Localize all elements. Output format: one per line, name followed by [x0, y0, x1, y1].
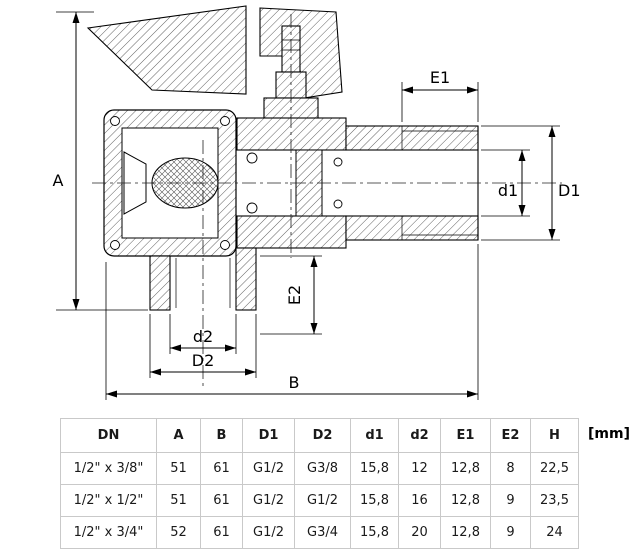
table-cell: 16: [398, 484, 441, 517]
body-bottom-wall: [236, 215, 347, 249]
flange-screw-icon: [110, 240, 120, 250]
header-cell-d1-inner: d1: [350, 418, 399, 453]
dimension-table-area: DN A B D1 D2 d1 d2 E1 E2 H 1/2" x 3/8" 5…: [60, 418, 633, 549]
flange-screw-icon: [110, 116, 120, 126]
header-cell-a: A: [156, 418, 201, 453]
header-cell-d1-outer: D1: [242, 418, 295, 453]
table-cell: 12,8: [440, 452, 491, 485]
table-cell: G1/2: [242, 484, 295, 517]
dim-label-d1: d1: [498, 181, 518, 200]
outlet-pipe-right: [345, 125, 479, 241]
flange-screw-icon: [220, 240, 230, 250]
seal-ring-icon: [246, 202, 258, 214]
dim-d1-inner: d1: [481, 149, 530, 217]
table-cell: 1/2" x 3/8": [60, 452, 157, 485]
table-cell: 51: [156, 484, 201, 517]
dim-label-b: B: [289, 373, 300, 392]
unit-label: [mm]: [588, 426, 630, 442]
table-cell: 23,5: [530, 484, 579, 517]
header-cell-b: B: [200, 418, 243, 453]
dim-b: B: [105, 244, 479, 400]
table-cell: 12: [398, 452, 441, 485]
dim-d2-inner: d2: [169, 314, 237, 354]
dimension-table: DN A B D1 D2 d1 d2 E1 E2 H 1/2" x 3/8" 5…: [60, 418, 579, 549]
table-cell: 1/2" x 3/4": [60, 516, 157, 549]
dim-e1: E1: [401, 68, 479, 122]
seal-ring-icon: [333, 199, 343, 209]
dim-a: A: [53, 11, 148, 311]
table-cell: 51: [156, 452, 201, 485]
valve-handle: [86, 5, 343, 99]
valve-technical-drawing: A E1 d1 D1 E2 d2 D2: [53, 5, 581, 400]
table-cell: 12,8: [440, 484, 491, 517]
dim-d2-outer: D2: [149, 314, 257, 378]
table-header-row: DN A B D1 D2 d1 d2 E1 E2 H: [60, 418, 579, 453]
table-row: 1/2" x 3/4" 52 61 G1/2 G3/4 15,8 20 12,8…: [60, 516, 579, 549]
table-cell: 61: [200, 516, 243, 549]
table-cell: 9: [490, 516, 531, 549]
table-cell: G1/2: [242, 452, 295, 485]
technical-drawing-area: A E1 d1 D1 E2 d2 D2: [53, 5, 581, 400]
header-cell-h: H: [530, 418, 579, 453]
outlet-left-wall: [149, 255, 171, 311]
table-cell: 12,8: [440, 516, 491, 549]
body-top-wall: [236, 117, 347, 151]
dim-label-e1: E1: [430, 68, 450, 87]
table-cell: 24: [530, 516, 579, 549]
header-cell-dn: DN: [60, 418, 157, 453]
dim-label-d1-outer: D1: [558, 181, 581, 200]
table-cell: G1/2: [294, 484, 351, 517]
flange-screw-icon: [220, 116, 230, 126]
header-cell-d2-outer: D2: [294, 418, 351, 453]
table-row: 1/2" x 1/2" 51 61 G1/2 G1/2 15,8 16 12,8…: [60, 484, 579, 517]
header-cell-d2-inner: d2: [398, 418, 441, 453]
table-cell: 61: [200, 484, 243, 517]
outlet-right-wall: [235, 247, 257, 311]
table-cell: 22,5: [530, 452, 579, 485]
inlet-cone: [123, 151, 147, 215]
dim-label-a: A: [53, 171, 64, 190]
pipe-top-wall: [345, 125, 479, 151]
table-cell: 8: [490, 452, 531, 485]
table-cell: G1/2: [242, 516, 295, 549]
outlet-bottom: [149, 247, 257, 311]
header-cell-e2: E2: [490, 418, 531, 453]
table-cell: 15,8: [350, 452, 399, 485]
table-cell: 9: [490, 484, 531, 517]
dim-e2: E2: [260, 255, 322, 335]
table-cell: 1/2" x 1/2": [60, 484, 157, 517]
header-cell-e1: E1: [440, 418, 491, 453]
table-cell: 61: [200, 452, 243, 485]
seal-ring-icon: [246, 152, 258, 164]
table-row: 1/2" x 3/8" 51 61 G1/2 G3/8 15,8 12 12,8…: [60, 452, 579, 485]
pipe-bottom-wall: [345, 215, 479, 241]
table-cell: 15,8: [350, 516, 399, 549]
table-cell: 20: [398, 516, 441, 549]
table-cell: 52: [156, 516, 201, 549]
dim-d1-outer: D1: [481, 125, 581, 241]
table-cell: 15,8: [350, 484, 399, 517]
dim-label-d2: d2: [193, 327, 213, 346]
dim-label-d2-outer: D2: [192, 351, 215, 370]
dim-label-e2: E2: [285, 285, 304, 305]
table-cell: G3/4: [294, 516, 351, 549]
table-cell: G3/8: [294, 452, 351, 485]
seal-ring-icon: [333, 157, 343, 167]
